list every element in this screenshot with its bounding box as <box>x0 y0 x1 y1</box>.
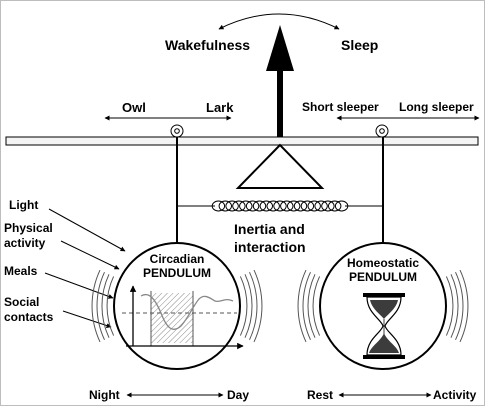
left-pivot-icon <box>170 124 184 138</box>
social-arrow <box>62 310 112 328</box>
spring-loop <box>321 200 335 212</box>
spring-coil <box>211 200 349 212</box>
spring-loop <box>300 200 315 212</box>
short-sleeper-label: Short sleeper <box>302 100 379 114</box>
inertia-label: Inertia and <box>234 221 305 237</box>
light-label: Light <box>9 198 38 212</box>
spring-loop <box>225 200 239 212</box>
vibration-arc <box>106 276 115 336</box>
vibration-arc <box>249 271 258 341</box>
spring-loop <box>307 200 321 212</box>
contacts-label: contacts <box>4 310 54 324</box>
day-label: Day <box>227 388 249 402</box>
vibration-arc <box>239 276 248 336</box>
physical-arrow <box>60 240 120 270</box>
spring-loop <box>218 200 233 212</box>
circadian-vibration-lines <box>91 269 263 343</box>
hourglass-icon <box>363 293 405 359</box>
spring-loop <box>334 200 349 212</box>
homeostatic-vibration-lines <box>297 269 469 343</box>
vibration-arc <box>253 269 263 343</box>
balance-beam <box>5 136 479 146</box>
circadian-mini-chart <box>122 285 244 350</box>
long-sleeper-label: Long sleeper <box>399 100 474 114</box>
vibration-arc <box>450 274 459 338</box>
spring-loop <box>259 200 273 212</box>
swing-arc <box>218 13 340 30</box>
homeostatic-subtitle: PENDULUM <box>349 270 417 284</box>
owl-label: Owl <box>122 100 146 115</box>
homeostatic-title: Homeostatic <box>347 256 419 270</box>
spring-loop <box>245 200 260 212</box>
right-pivot-icon <box>375 124 389 138</box>
physical-label: Physical <box>4 221 53 235</box>
vibration-arc <box>96 271 105 341</box>
spring-loop <box>252 200 267 212</box>
vibration-arc <box>244 274 253 338</box>
lark-label: Lark <box>206 100 234 115</box>
vibration-arc <box>312 276 321 336</box>
vibration-arc <box>91 269 101 343</box>
social-label: Social <box>4 295 39 309</box>
spring-loop <box>287 200 301 212</box>
meals-arrow <box>44 272 114 299</box>
night-label: Night <box>89 388 120 402</box>
vibration-arc <box>101 274 110 338</box>
activity-axis-label: Activity <box>433 388 477 402</box>
light-arrow <box>48 208 126 252</box>
activity-label: activity <box>4 236 46 250</box>
spring-loop <box>273 200 287 212</box>
wakefulness-label: Wakefulness <box>165 37 250 53</box>
circadian-subtitle: PENDULUM <box>143 266 211 280</box>
needle-arrowhead <box>266 25 294 71</box>
sleep-label: Sleep <box>341 37 378 53</box>
fulcrum-triangle <box>235 143 325 189</box>
rest-label: Rest <box>307 388 333 402</box>
spring-loop <box>280 200 294 212</box>
spring-loop <box>239 200 253 212</box>
vibration-arc <box>302 271 311 341</box>
spring-loop <box>314 200 328 212</box>
spring-loop <box>266 200 280 212</box>
spring-loop <box>328 200 342 212</box>
vibration-arc <box>445 276 454 336</box>
meals-label: Meals <box>4 264 38 278</box>
spring-loop <box>293 200 308 212</box>
spring-loop <box>232 200 246 212</box>
interaction-label: interaction <box>234 239 306 255</box>
vibration-arc <box>459 269 469 343</box>
vibration-arc <box>297 269 307 343</box>
vibration-arc <box>307 274 316 338</box>
circadian-title: Circadian <box>150 252 205 266</box>
vibration-arc <box>455 271 464 341</box>
spring-loop <box>211 200 226 212</box>
